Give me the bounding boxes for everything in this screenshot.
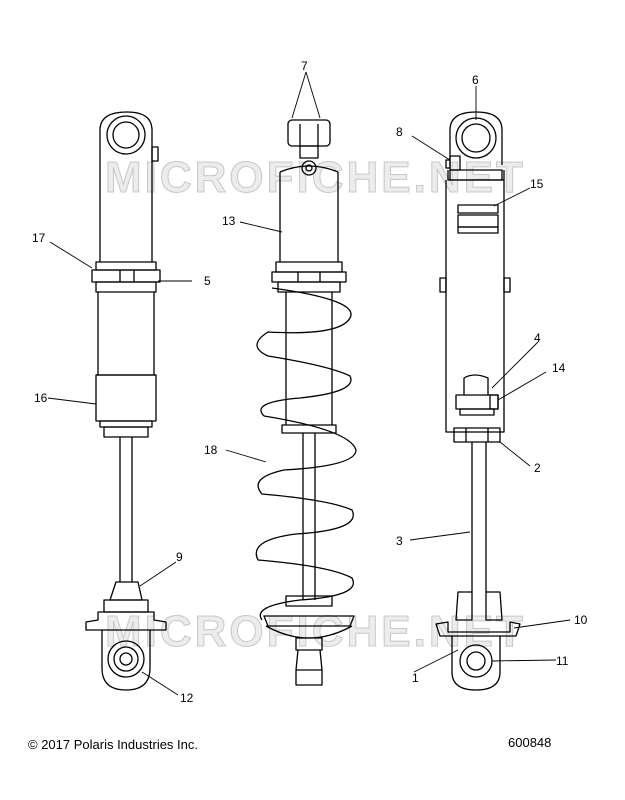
shock-center-with-spring [255, 119, 357, 686]
leader-lines [47, 71, 571, 696]
callout-11: 11 [556, 654, 569, 668]
callout-13: 13 [222, 214, 236, 228]
callout-labels: 7 6 8 15 13 17 5 4 14 16 18 2 3 9 10 1 1… [32, 59, 588, 705]
callout-9: 9 [176, 550, 183, 564]
callout-16: 16 [34, 391, 48, 405]
callout-12: 12 [180, 691, 194, 705]
callout-1: 1 [412, 671, 419, 685]
callout-17: 17 [32, 231, 46, 245]
callout-2: 2 [534, 461, 541, 475]
callout-5: 5 [204, 274, 211, 288]
callout-15: 15 [530, 177, 544, 191]
drawing-number: 600848 [508, 735, 552, 750]
callout-6: 6 [472, 73, 479, 87]
watermark-top: MICROFICHE.NET [105, 153, 526, 202]
callout-3: 3 [396, 534, 403, 548]
shock-left-assembled [85, 111, 167, 691]
shock-right-cutaway [435, 111, 521, 691]
callout-7: 7 [301, 59, 308, 73]
callout-4: 4 [534, 331, 541, 345]
copyright-notice: © 2017 Polaris Industries Inc. [28, 737, 198, 752]
callout-14: 14 [552, 361, 566, 375]
callout-8: 8 [396, 125, 403, 139]
callout-10: 10 [574, 613, 588, 627]
callout-18: 18 [204, 443, 218, 457]
